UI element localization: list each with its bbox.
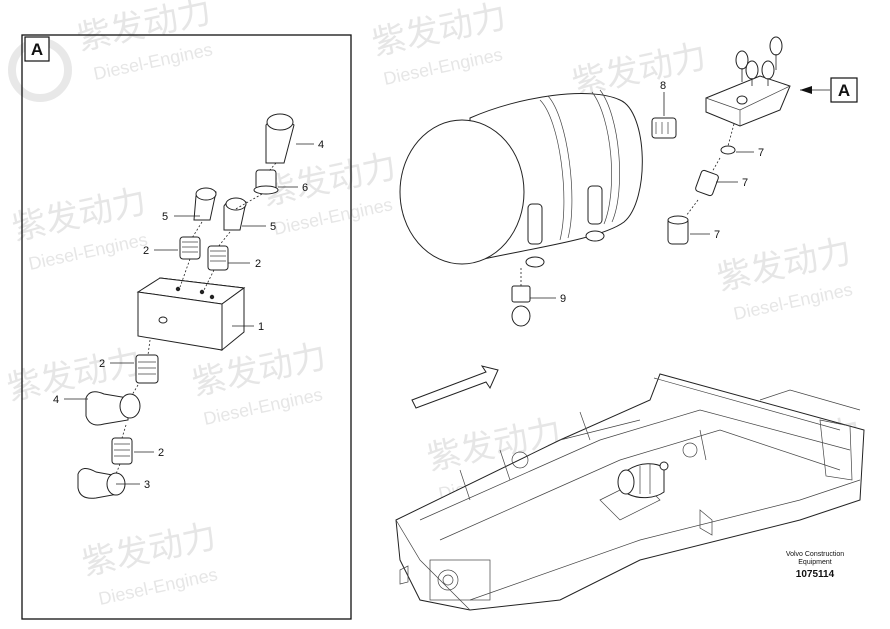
callout-5-right: 5 [270, 221, 276, 233]
main-tag-box [830, 77, 858, 103]
callout-2-upper-left: 2 [143, 245, 149, 257]
callout-9: 9 [560, 293, 566, 305]
fitting-lower-bottom [111, 424, 133, 465]
detail-tag-box [24, 36, 50, 62]
hose-connector [695, 157, 721, 197]
callout-1: 1 [258, 321, 264, 333]
frame-air-tank [617, 461, 669, 499]
callout-2-upper-right: 2 [255, 258, 261, 270]
detail-view-frame [21, 34, 352, 620]
callout-7-o-ring: 7 [758, 147, 764, 159]
detail-leaders [64, 143, 314, 485]
callout-4-lower: 4 [53, 394, 59, 406]
callout-8: 8 [660, 80, 666, 92]
callout-2-lower: 2 [99, 358, 105, 370]
callout-6: 6 [302, 182, 308, 194]
fitting-upper-left [179, 236, 201, 288]
tank-nipple [651, 117, 677, 139]
callout-4-top: 4 [318, 139, 324, 151]
drawing-caption: Volvo Construction Equipment 1075114 [770, 551, 860, 580]
elbow-bottom [77, 463, 126, 499]
callout-5-left: 5 [162, 211, 168, 223]
hose-sleeve [667, 199, 699, 245]
drain-valve [511, 268, 531, 327]
callout-7-sleeve: 7 [714, 229, 720, 241]
elbow-fitting-right [217, 197, 247, 248]
main-tag-label: A [838, 81, 850, 100]
drawing-number: 1075114 [795, 569, 835, 580]
valve-block-assembly [705, 36, 791, 127]
callout-2-bottom: 2 [158, 447, 164, 459]
valve-block [136, 277, 246, 352]
callout-7-connector: 7 [742, 177, 748, 189]
nipple-fitting [233, 169, 279, 211]
elbow-lower [85, 384, 141, 426]
fitting-lower-upper [135, 339, 159, 384]
tank-leaders [530, 92, 754, 299]
fitting-upper-right [203, 245, 229, 291]
caption-org-line2: Equipment [798, 559, 832, 566]
o-ring [720, 123, 736, 155]
air-tank [399, 89, 643, 268]
elbow-fitting-left [191, 187, 217, 239]
view-a-pointer [800, 86, 830, 94]
detail-tag-label: A [31, 40, 43, 59]
caption-org-line1: Volvo Construction [785, 551, 845, 558]
elbow-top [265, 113, 295, 173]
callout-3: 3 [144, 479, 150, 491]
direction-arrow [411, 365, 499, 409]
